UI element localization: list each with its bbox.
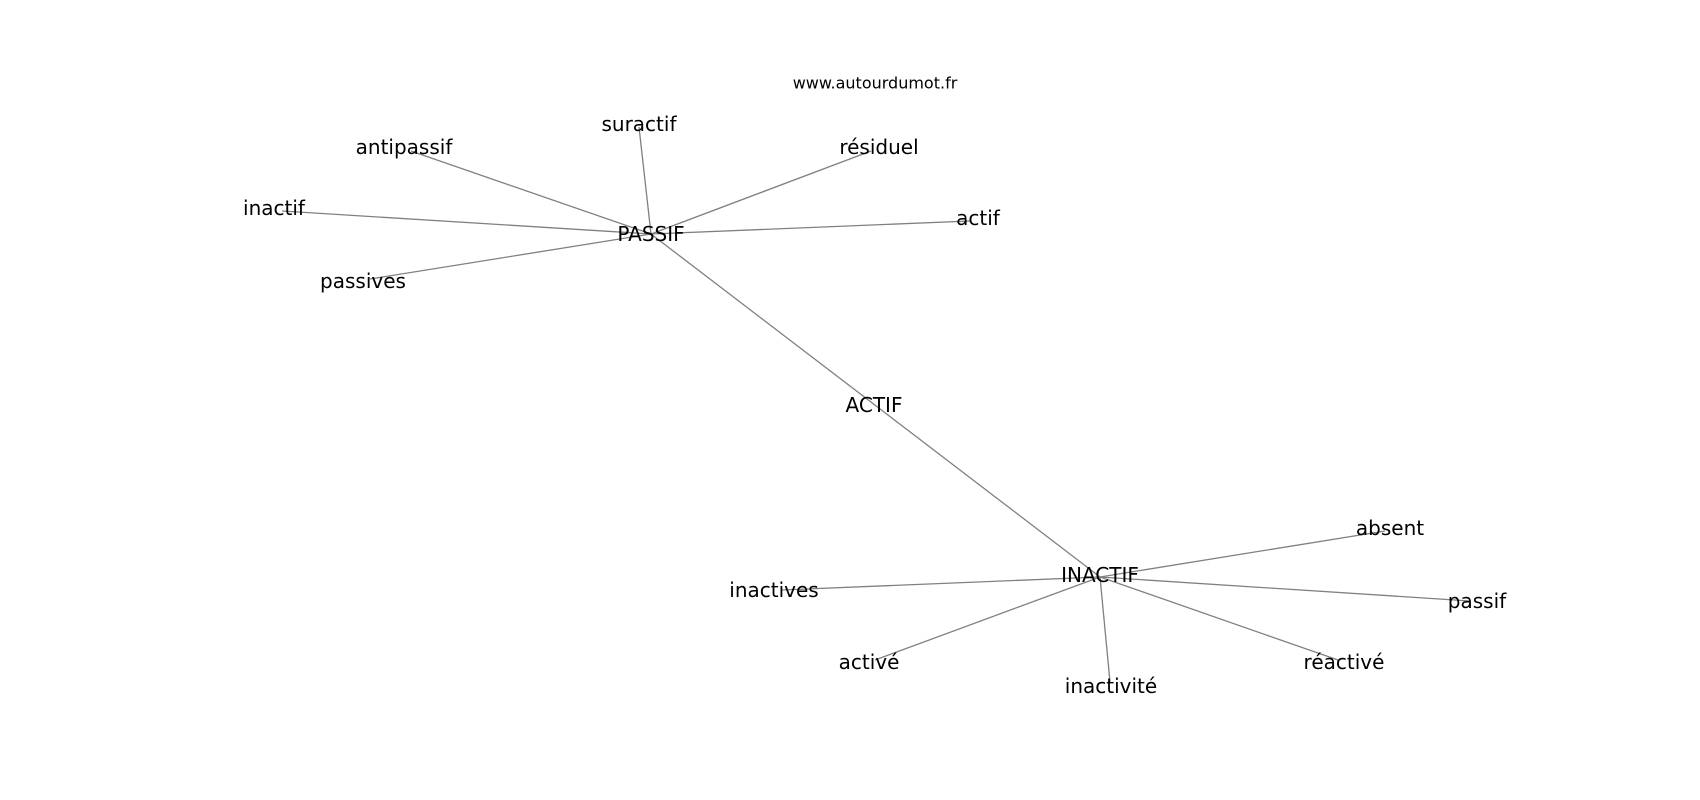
edge-passif_hub-passives [369,233,652,280]
node-label-suractif[interactable]: suractif [601,112,677,136]
edge-inactif_hub-active [874,576,1101,661]
edge-passif_hub-suractif [638,126,652,235]
node-layer: PASSIF ACTIF INACTIF suractif antipassif rési… [243,112,1507,698]
node-label-passives[interactable]: passives [320,269,406,293]
node-label-active[interactable]: activé [839,650,900,674]
node-label-actif[interactable]: actif [956,206,1001,230]
node-label-actif-center[interactable]: ACTIF [846,393,903,417]
node-label-absent[interactable]: absent [1356,516,1424,540]
node-label-passif[interactable]: passif [1448,589,1507,613]
node-label-passif-hub[interactable]: PASSIF [617,222,684,246]
node-label-inactif-hub[interactable]: INACTIF [1061,563,1139,587]
node-label-inactivite[interactable]: inactivité [1065,674,1157,698]
edge-passif_hub-actif [650,220,971,235]
node-label-antipassif[interactable]: antipassif [356,135,454,159]
watermark-text: www.autourdumot.fr [793,74,958,93]
edge-inactif_hub-reactive [1099,576,1339,661]
edge-inactif_hub-inactivite [1099,576,1111,683]
edge-passif_hub-inactif_hub [650,233,1101,578]
node-label-reactive[interactable]: réactivé [1304,650,1385,674]
node-label-inactif[interactable]: inactif [243,196,306,220]
node-label-inactives[interactable]: inactives [729,578,818,602]
edge-inactif_hub-passif [1099,576,1471,602]
edge-passif_hub-residuel [650,150,872,235]
edge-inactif_hub-inactives [781,576,1101,591]
edge-passif_hub-antipassif [410,150,652,235]
node-label-residuel[interactable]: résiduel [839,135,918,159]
edge-passif_hub-inactif [281,210,652,235]
edge-layer [281,126,1471,683]
edge-inactif_hub-absent [1099,530,1386,578]
